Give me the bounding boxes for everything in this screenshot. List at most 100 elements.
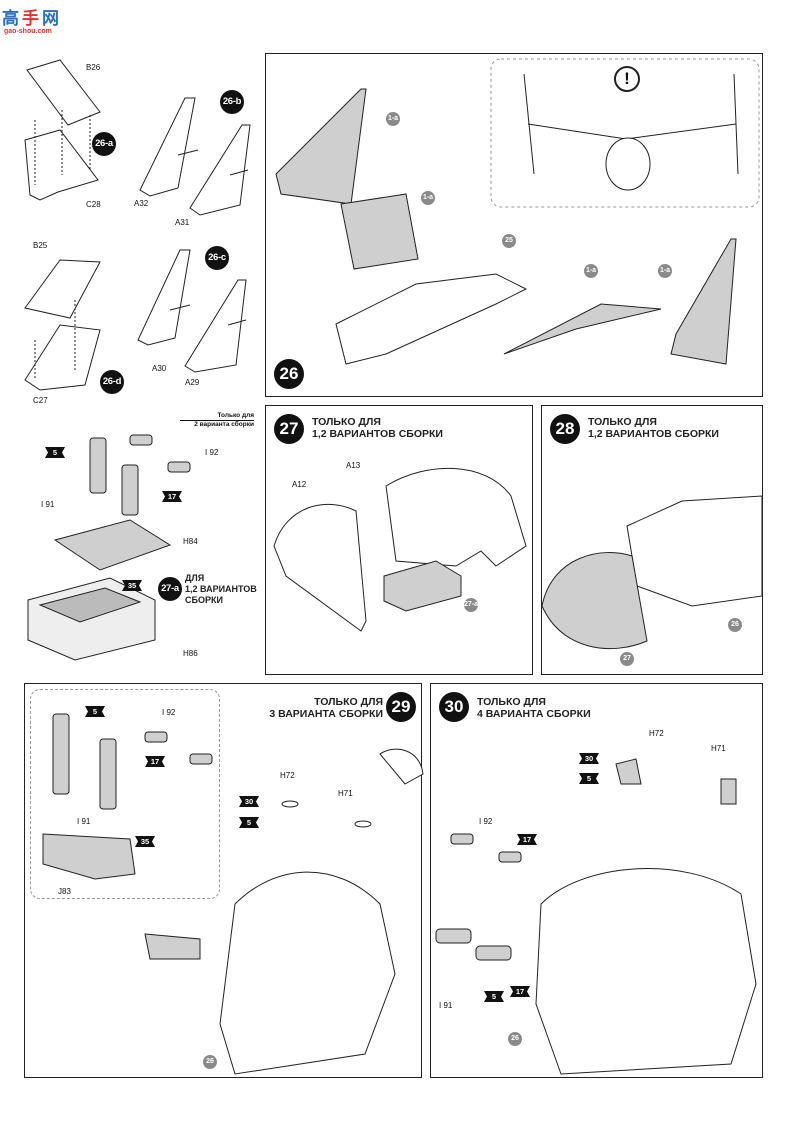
warning-box — [490, 58, 760, 208]
part-25: 25 — [502, 234, 516, 248]
substep-26b: 26-b — [220, 90, 244, 114]
label-i91: I 91 — [439, 1001, 453, 1010]
step-30-title-line2: 4 ВАРИАНТА СБОРКИ — [477, 708, 591, 720]
label-a30: A30 — [152, 364, 167, 373]
fuselage-section-drawing — [535, 868, 757, 1075]
step-30-title: ТОЛЬКО ДЛЯ 4 ВАРИАНТА СБОРКИ — [477, 696, 591, 720]
substep-26a: 26-a — [92, 132, 116, 156]
label-i92: I 92 — [205, 448, 219, 457]
step-28-panel: 28 ТОЛЬКО ДЛЯ 1,2 ВАРИАНТОВ СБОРКИ 26 27 — [541, 405, 763, 675]
part-b26-drawing — [26, 59, 101, 126]
tag-17: 17 — [162, 491, 182, 502]
step-26-panel: ! 1-a 1-a 25 1-a 1-a 26 — [265, 53, 763, 397]
tail-fin-left-drawing — [275, 88, 367, 205]
weight-box-drawing — [383, 560, 462, 612]
note-line-1: Только для — [217, 412, 255, 419]
part-1a-fourth: 1-a — [658, 264, 672, 278]
part-i92-b-drawing — [498, 851, 522, 863]
part-h71-drawing — [720, 778, 737, 805]
gear-leg-b-drawing — [99, 738, 117, 810]
label-j83: J83 — [58, 887, 71, 896]
tag-35: 35 — [135, 836, 155, 847]
step-29-title-line1: ТОЛЬКО ДЛЯ — [314, 696, 383, 708]
step-26-number: 26 — [274, 359, 304, 389]
step-29-number: 29 — [386, 692, 416, 722]
stabilizer-center-drawing — [340, 193, 419, 270]
tag-30: 30 — [239, 796, 259, 807]
part-h84-drawing — [53, 519, 172, 571]
label-h84: H84 — [183, 537, 198, 546]
tag-17-bottom: 17 — [510, 986, 530, 997]
caption-27a: ДЛЯ 1,2 ВАРИАНТОВ СБОРКИ — [185, 573, 257, 606]
nose-cone-drawing — [541, 552, 648, 650]
label-i92: I 92 — [479, 817, 493, 826]
step-28-title-line1: ТОЛЬКО ДЛЯ — [588, 416, 657, 428]
caption-27a-line2: 1,2 ВАРИАНТОВ — [185, 584, 257, 594]
caption-27a-line3: СБОРКИ — [185, 595, 223, 605]
warning-exclamation-icon: ! — [614, 66, 640, 92]
gear-leg-a-drawing — [52, 713, 70, 795]
label-i91: I 91 — [41, 500, 55, 509]
step-26-drawing — [275, 58, 760, 365]
label-a13: A13 — [346, 461, 361, 470]
label-c28: C28 — [86, 200, 101, 209]
part-h72-drawing — [615, 758, 642, 785]
nose-half-a12-drawing — [273, 503, 367, 632]
part-26: 26 — [508, 1032, 522, 1046]
tag-17-top: 17 — [517, 834, 537, 845]
label-b25: B25 — [33, 241, 48, 250]
tag-5: 5 — [239, 817, 259, 828]
tag-30: 30 — [579, 753, 599, 764]
logo-url: gao-shou.com — [4, 28, 52, 35]
substep-27a: 27-a — [158, 577, 182, 601]
wing-right-drawing — [503, 303, 662, 355]
part-1a-second: 1-a — [421, 191, 435, 205]
note-variant-2: Только для 2 варианта сборки — [180, 412, 254, 429]
tag-5-inset: 5 — [85, 706, 105, 717]
substep-26c: 26-c — [205, 246, 229, 270]
tag-5: 5 — [45, 447, 65, 458]
part-26: 26 — [203, 1055, 217, 1069]
gear-leg-left-drawing — [89, 437, 107, 494]
step-27-title: ТОЛЬКО ДЛЯ 1,2 ВАРИАНТОВ СБОРКИ — [312, 416, 443, 440]
logo-char-1: 高 — [2, 9, 19, 29]
step-28-title-line2: 1,2 ВАРИАНТОВ СБОРКИ — [588, 428, 719, 440]
step-30-panel: 30 ТОЛЬКО ДЛЯ 4 ВАРИАНТА СБОРКИ H72 H71 … — [430, 683, 763, 1078]
fuselage-tail-drawing — [335, 273, 528, 365]
part-a30-drawing — [137, 249, 191, 346]
part-b25-drawing — [24, 259, 101, 319]
step-30-drawing — [435, 758, 757, 1075]
step-28-title: ТОЛЬКО ДЛЯ 1,2 ВАРИАНТОВ СБОРКИ — [588, 416, 719, 440]
part-j83-drawing — [42, 833, 136, 880]
label-a29: A29 — [185, 378, 200, 387]
fuselage-front-drawing — [626, 495, 763, 607]
fuselage-section-drawing — [219, 871, 396, 1075]
tag-5-top: 5 — [579, 773, 599, 784]
label-h86: H86 — [183, 649, 198, 658]
step-27-title-line2: 1,2 ВАРИАНТОВ СБОРКИ — [312, 428, 443, 440]
nose-half-a13-drawing — [385, 467, 527, 567]
site-logo: 高 手 网 gao-shou.com — [2, 2, 74, 42]
part-1a-first: 1-a — [386, 112, 400, 126]
gear-leg-right-drawing — [121, 464, 139, 516]
label-a32: A32 — [134, 199, 149, 208]
step-28-number: 28 — [550, 414, 580, 444]
part-i92-a-drawing — [450, 833, 474, 845]
part-a29-drawing — [184, 279, 247, 373]
caption-27a-line1: ДЛЯ — [185, 573, 205, 583]
label-c27: C27 — [33, 396, 48, 405]
logo-char-2: 手 — [22, 9, 39, 29]
label-h71: H71 — [338, 789, 353, 798]
part-27a: 27-a — [464, 598, 478, 612]
label-h72: H72 — [649, 729, 664, 738]
label-i91: I 91 — [77, 817, 91, 826]
step-29-inset-box — [30, 689, 220, 899]
logo-char-3: 网 — [42, 9, 59, 29]
step-27-panel: 27 ТОЛЬКО ДЛЯ 1,2 ВАРИАНТОВ СБОРКИ A13 A… — [265, 405, 533, 675]
step-29-panel: 5 I 92 17 I 91 35 J83 ТОЛЬКО ДЛЯ 3 ВАРИА… — [24, 683, 424, 1078]
part-27: 27 — [620, 652, 634, 666]
gear-assembly-drawing — [144, 933, 201, 960]
label-a12: A12 — [292, 480, 307, 489]
substep-26d: 26-d — [100, 370, 124, 394]
